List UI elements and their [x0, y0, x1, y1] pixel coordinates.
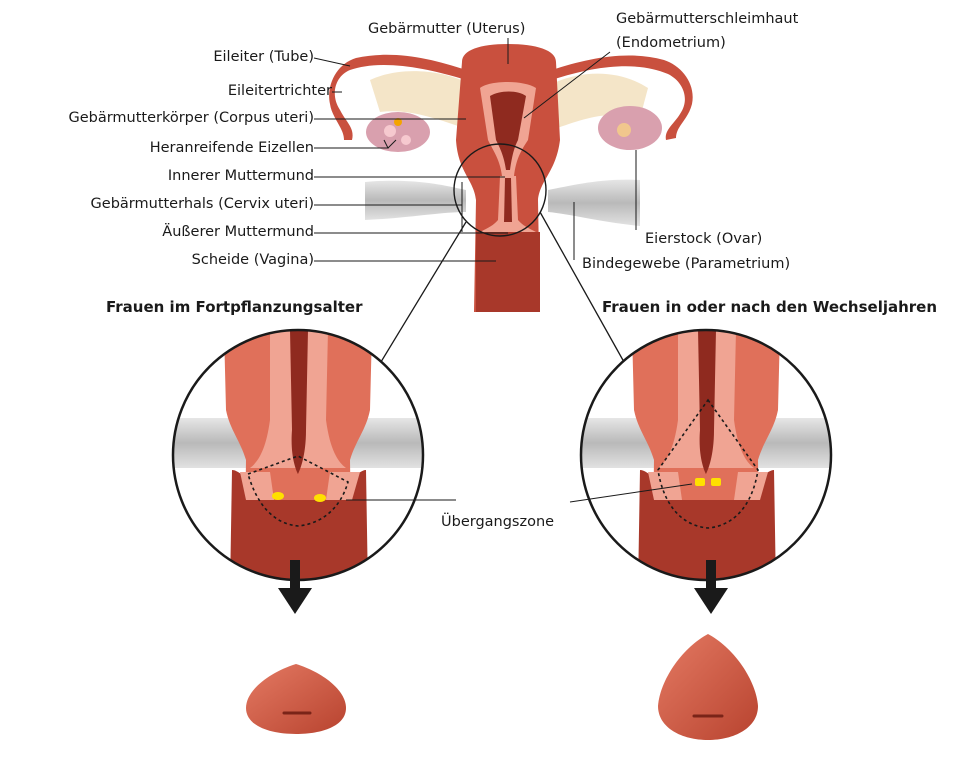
label-funnel: Eileitertrichter: [228, 82, 332, 100]
heading-menopause: Frauen in oder nach den Wechseljahren: [602, 298, 937, 316]
label-inner-os: Innerer Muttermund: [168, 167, 314, 185]
label-eggs: Heranreifende Eizellen: [150, 139, 314, 157]
cone-large: [658, 634, 758, 740]
label-tube: Eileiter (Tube): [213, 48, 314, 66]
parametrium-left: [365, 181, 466, 220]
cone-small: [246, 664, 346, 734]
label-vagina: Scheide (Vagina): [192, 251, 314, 269]
label-cervix: Gebärmutterhals (Cervix uteri): [91, 195, 314, 213]
label-endometrium-1: Gebärmutterschleimhaut: [616, 10, 798, 28]
transition-zone-left-b: [314, 494, 326, 502]
label-corpus: Gebärmutterkörper (Corpus uteri): [68, 109, 314, 127]
label-uterus: Gebärmutter (Uterus): [368, 20, 525, 38]
label-transition-zone: Übergangszone: [441, 513, 554, 531]
label-endometrium-2: (Endometrium): [616, 34, 726, 52]
label-ovary: Eierstock (Ovar): [645, 230, 762, 248]
parametrium-right: [548, 180, 640, 226]
transition-zone-right-a: [695, 478, 705, 486]
transition-zone-left-a: [272, 492, 284, 500]
vagina-top: [476, 232, 540, 312]
label-parametrium: Bindegewebe (Parametrium): [582, 255, 790, 273]
label-outer-os: Äußerer Muttermund: [162, 223, 314, 241]
transition-zone-right-b: [711, 478, 721, 486]
heading-reproductive-age: Frauen im Fortpflanzungsalter: [106, 298, 362, 316]
